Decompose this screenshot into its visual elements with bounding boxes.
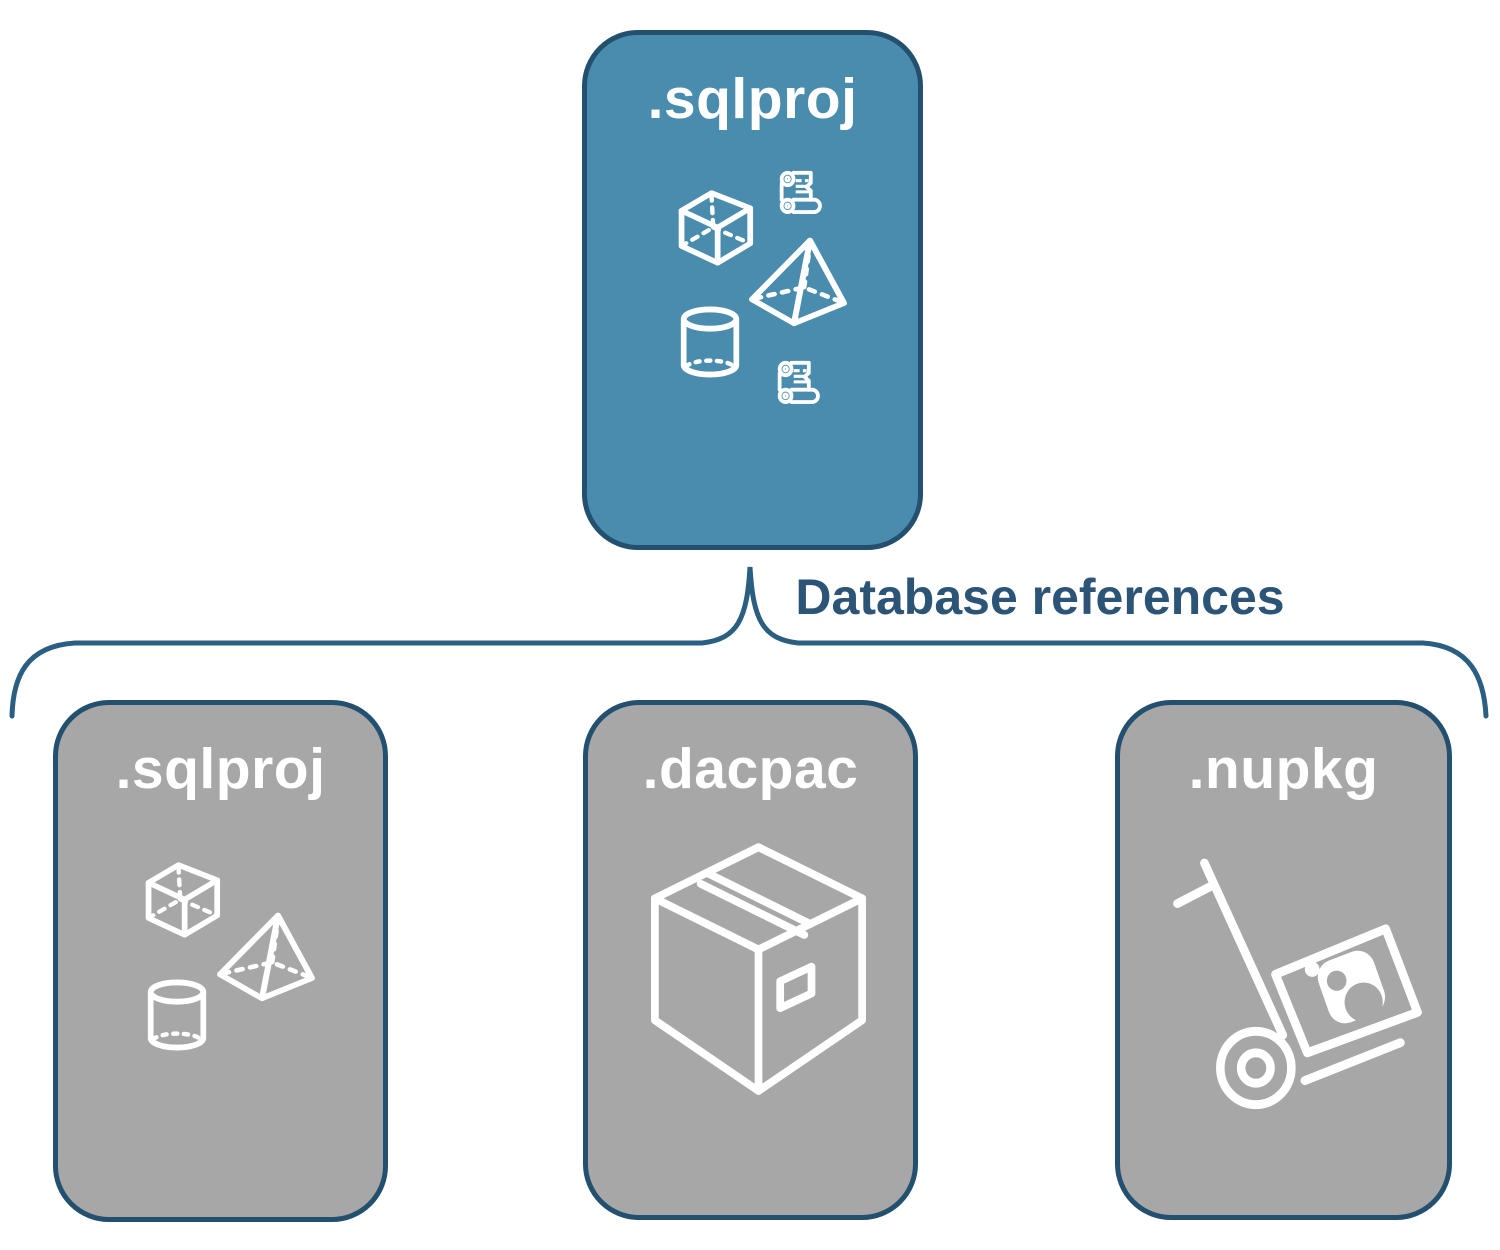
hand-truck-package-icon	[1175, 858, 1420, 1111]
pyramid-icon	[748, 235, 848, 327]
sql-script-icon	[777, 360, 820, 405]
node-bottom-dacpac: .dacpac	[583, 700, 918, 1220]
node-bottom-sqlproj: .sqlproj	[53, 700, 388, 1222]
database-cylinder-icon	[145, 978, 209, 1052]
package-box-icon	[638, 835, 879, 1108]
cube-icon	[671, 183, 759, 267]
cube-icon	[138, 855, 226, 939]
pyramid-icon	[216, 910, 316, 1002]
node-bottom-sqlproj-title: .sqlproj	[115, 737, 326, 801]
database-cylinder-icon	[678, 305, 742, 379]
database-references-label: Database references	[795, 569, 1285, 625]
node-bottom-dacpac-title: .dacpac	[642, 737, 859, 801]
node-bottom-nupkg-title: .nupkg	[1188, 737, 1379, 801]
node-top-sqlproj-title: .sqlproj	[647, 67, 858, 131]
sql-script-icon	[779, 170, 822, 215]
node-top-sqlproj: .sqlproj	[582, 30, 923, 550]
node-bottom-nupkg: .nupkg	[1115, 700, 1452, 1220]
